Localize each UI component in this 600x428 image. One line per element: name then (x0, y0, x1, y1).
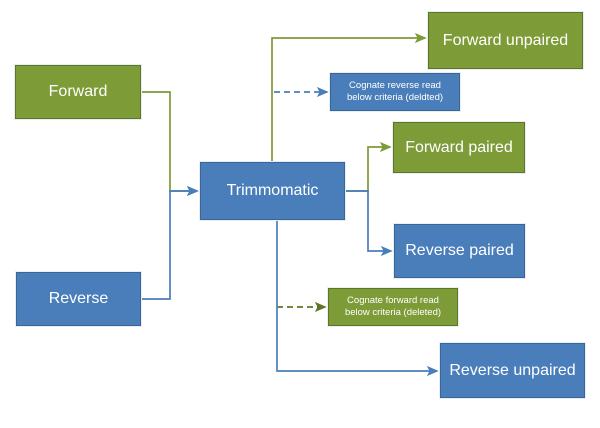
node-reverse[interactable]: Reverse (16, 272, 141, 326)
edge-trimmomatic-to-reverse-unpaired (276, 220, 439, 377)
node-reverse-paired-label: Reverse paired (405, 242, 514, 260)
node-forward-paired-label: Forward paired (405, 138, 513, 156)
node-reverse-unpaired[interactable]: Reverse unpaired (440, 343, 585, 398)
edge-forward-to-trimmomatic (141, 91, 199, 197)
note-cognate-reverse-line1: Cognate reverse read (349, 80, 441, 92)
note-cognate-reverse-read[interactable]: Cognate reverse read below criteria (del… (330, 73, 460, 111)
node-trimmomatic[interactable]: Trimmomatic (200, 162, 345, 220)
note-cognate-forward-read[interactable]: Cognate forward read below criteria (del… (328, 288, 458, 326)
node-forward-unpaired-label: Forward unpaired (442, 31, 569, 49)
edge-trimmomatic-to-reverse-paired (345, 190, 393, 257)
node-forward-paired[interactable]: Forward paired (393, 122, 525, 173)
note-cognate-reverse-line2: below criteria (deldted) (346, 92, 444, 103)
node-reverse-paired[interactable]: Reverse paired (394, 224, 525, 278)
node-forward-unpaired[interactable]: Forward unpaired (428, 12, 583, 69)
node-forward-label: Forward (48, 83, 108, 101)
node-trimmomatic-label: Trimmomatic (226, 182, 319, 200)
node-forward[interactable]: Forward (15, 65, 141, 119)
edge-trimmomatic-to-forward-paired (345, 141, 392, 192)
note-cognate-forward-line2: below criteria (deleted) (344, 307, 442, 318)
node-reverse-label: Reverse (48, 290, 109, 308)
node-reverse-unpaired-label: Reverse unpaired (449, 361, 576, 379)
edge-trimmomatic-to-forward-unpaired (271, 32, 427, 162)
edge-reverse-to-trimmomatic (141, 185, 199, 300)
note-cognate-forward-line1: Cognate forward read (347, 295, 439, 307)
